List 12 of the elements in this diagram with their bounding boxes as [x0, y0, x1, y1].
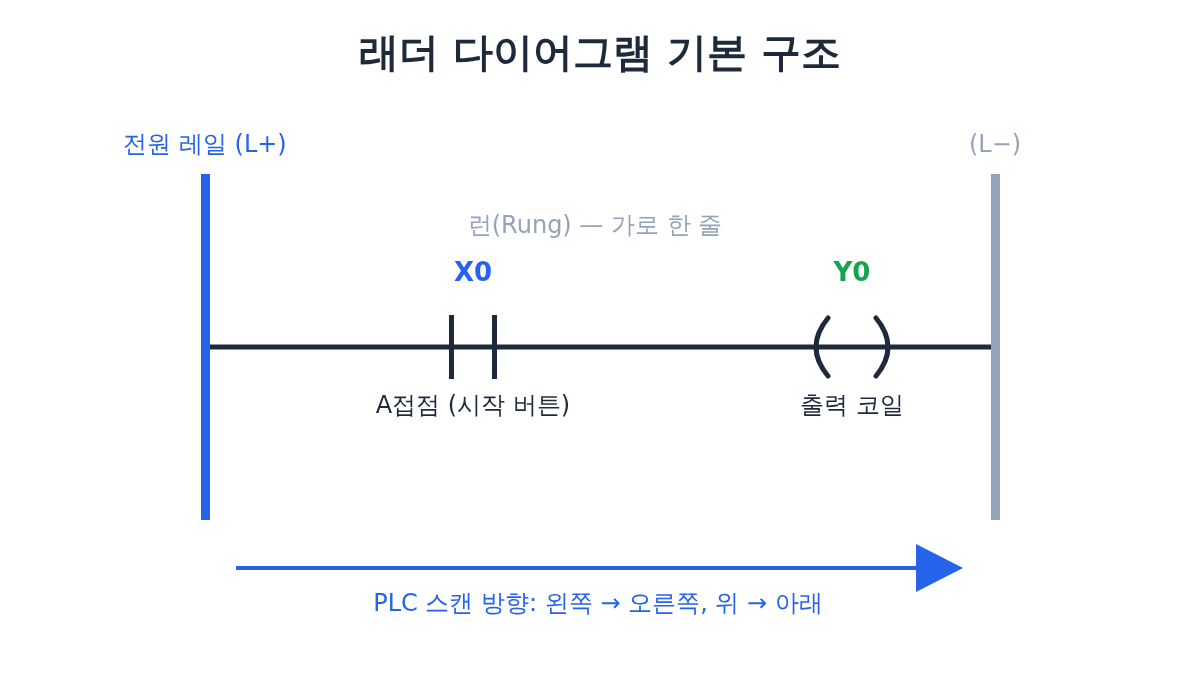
- direction-caption: PLC 스캔 방향: 왼쪽 → 오른쪽, 위 → 아래: [373, 588, 823, 619]
- rung-line: [898, 344, 991, 350]
- rung-line: [210, 344, 447, 350]
- title: 래더 다이어그램 기본 구조: [359, 28, 841, 77]
- address-label: X0: [453, 256, 493, 288]
- rung-line: [499, 344, 806, 350]
- rail-label: 전원 레일 (L+): [123, 129, 287, 160]
- address-label: Y0: [833, 256, 871, 288]
- symbol-caption: A접점 (시작 버튼): [375, 390, 571, 421]
- rail-label: (L−): [968, 129, 1022, 160]
- symbol-caption: 출력 코일: [800, 390, 904, 421]
- rung-label: 런(Rung) — 가로 한 줄: [467, 210, 723, 241]
